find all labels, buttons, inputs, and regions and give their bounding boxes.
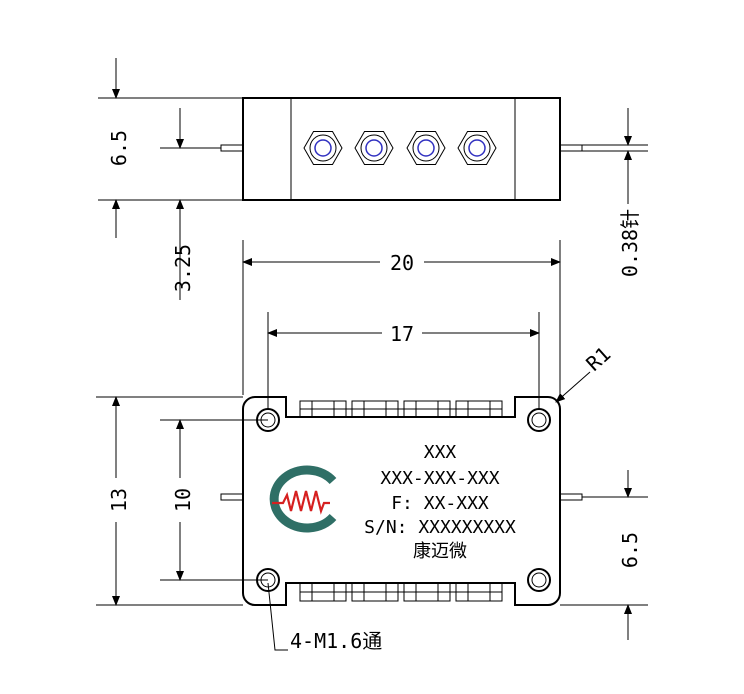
- dim-hole-spacing-y: 10: [160, 419, 268, 581]
- dim-top-height: 6.5: [98, 58, 243, 238]
- label-line-5: 康迈微: [413, 541, 467, 562]
- top-left-pin: [220, 144, 244, 152]
- dim-pin-diameter: 0.38针: [582, 108, 648, 277]
- label-line-1: XXX: [424, 442, 457, 463]
- mount-hole-br: [527, 568, 551, 592]
- front-view-body: [242, 396, 561, 606]
- dim-center-offset-text: 3.25: [171, 244, 195, 292]
- top-view: [220, 97, 583, 201]
- dim-pin-offset: 6.5: [560, 470, 648, 640]
- mount-hole-tr: [527, 408, 551, 432]
- dim-mount-holes: 4-M1.6通: [267, 582, 382, 653]
- label-line-4: S/N: XXXXXXXXX: [364, 517, 516, 538]
- dim-overall-width: 20: [242, 240, 561, 395]
- connector-4: [457, 131, 497, 165]
- dim-mount-holes-text: 4-M1.6通: [290, 629, 382, 653]
- dim-corner-radius-text: R1: [581, 342, 615, 376]
- dim-overall-height: 13: [96, 396, 243, 606]
- product-label: XXX XXX-XXX-XXX F: XX-XXX S/N: XXXXXXXXX…: [364, 442, 516, 562]
- connector-2: [354, 131, 394, 165]
- dim-center-offset: 3.25: [160, 108, 221, 300]
- dim-hole-spacing-x: 17: [267, 312, 540, 410]
- dim-hole-spacing-x-text: 17: [390, 322, 414, 346]
- top-connectors: [303, 131, 497, 165]
- front-bottom-connectors: [299, 582, 503, 602]
- dim-hole-spacing-y-text: 10: [171, 488, 195, 512]
- dim-pin-diameter-text: 0.38针: [618, 209, 642, 277]
- top-right-pin: [559, 144, 583, 152]
- dim-corner-radius: R1: [555, 342, 615, 403]
- dim-overall-width-text: 20: [390, 251, 414, 275]
- front-view: XXX XXX-XXX-XXX F: XX-XXX S/N: XXXXXXXXX…: [220, 396, 583, 606]
- label-line-2: XXX-XXX-XXX: [380, 468, 499, 489]
- front-right-pin: [559, 493, 583, 501]
- dim-top-height-text: 6.5: [107, 130, 131, 166]
- connector-1: [303, 131, 343, 165]
- label-line-3: F: XX-XXX: [391, 493, 489, 514]
- company-logo: [269, 465, 337, 533]
- connector-3: [406, 131, 446, 165]
- dim-pin-offset-text: 6.5: [618, 532, 642, 568]
- front-left-pin: [220, 493, 244, 501]
- front-top-connectors: [299, 400, 503, 418]
- dim-overall-height-text: 13: [107, 488, 131, 512]
